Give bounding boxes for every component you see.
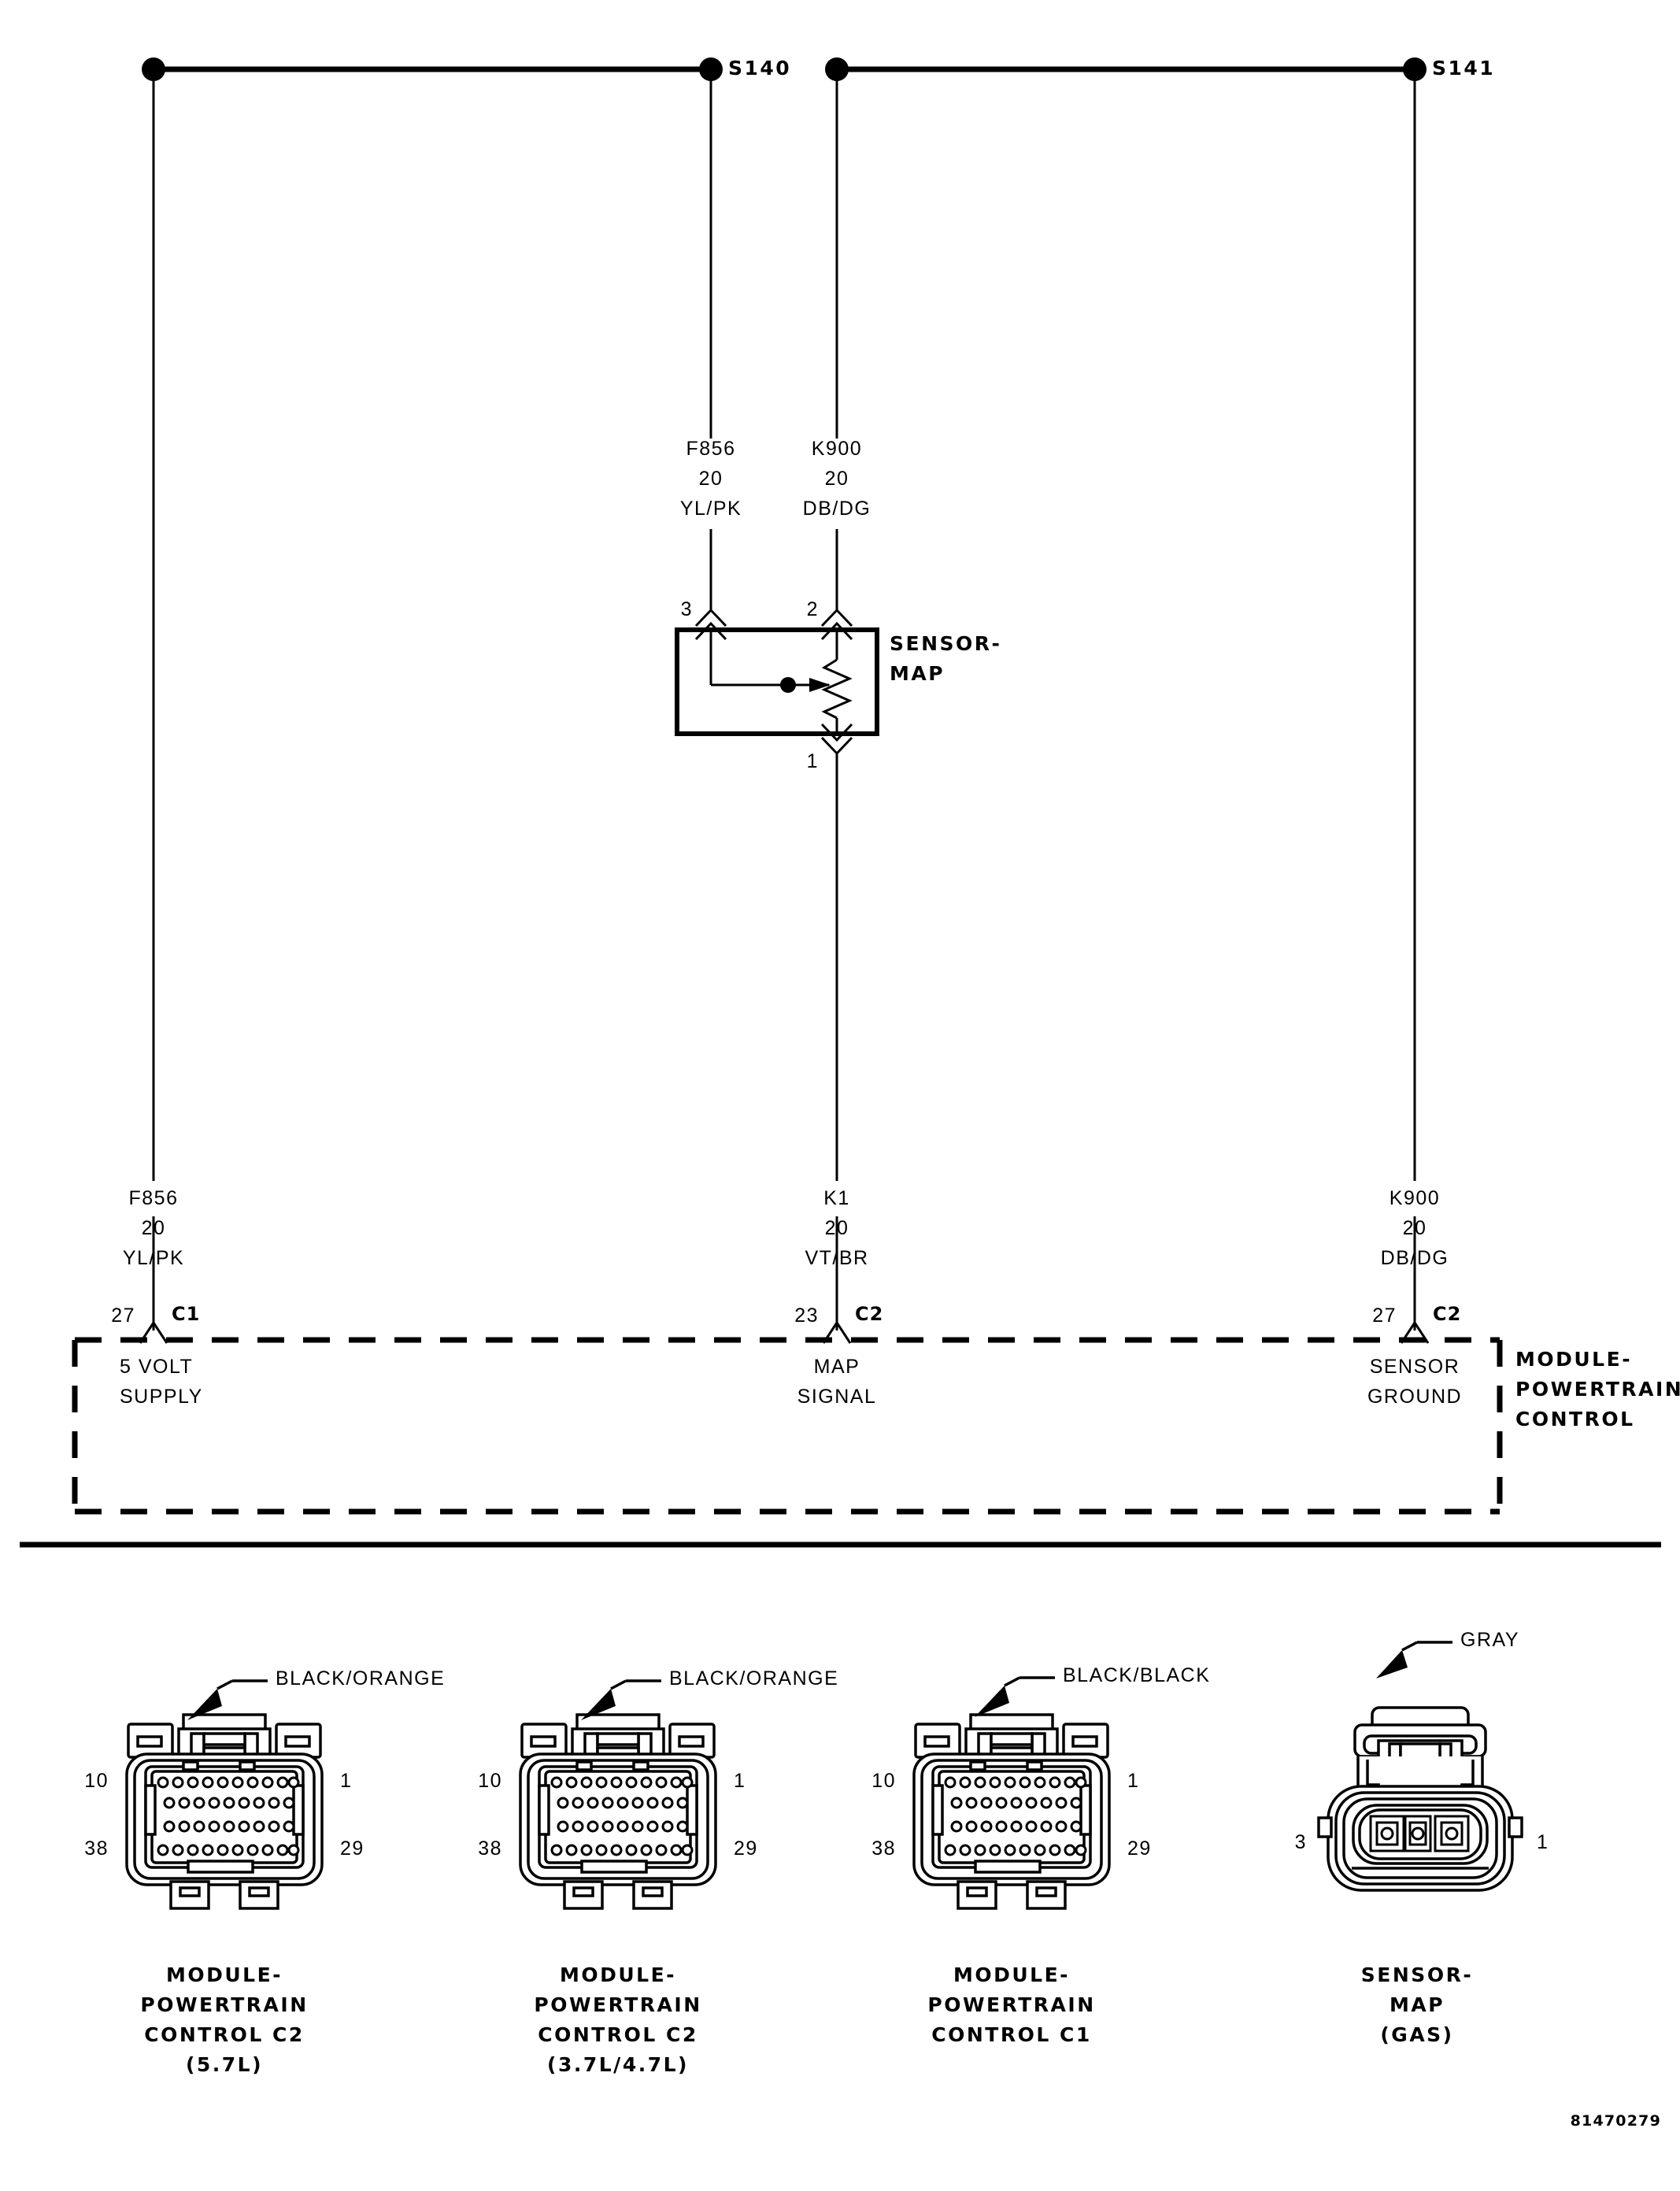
connector-pcm-c2-57l-graphic	[125, 1713, 324, 1910]
connector4-caption-line2: MAP	[1389, 1993, 1445, 2016]
sensor-pin-number-1: 1	[806, 750, 819, 772]
pcm-pin-number-c2-23: 23	[794, 1305, 819, 1327]
connector-color-label-3: BLACK/BLACK	[1063, 1664, 1211, 1686]
pin-arrow-3	[694, 608, 727, 627]
wiper-arrowhead	[809, 678, 831, 692]
connector2-caption-line4: (3.7L/4.7L)	[547, 2053, 689, 2076]
pcm-function-ground-line2: GROUND	[1367, 1386, 1463, 1408]
connector3-pin-tr: 1	[1127, 1770, 1140, 1792]
connector2-caption-line3: CONTROL C2	[538, 2023, 698, 2046]
bottom-wire-color-f856: YL/PK	[122, 1247, 185, 1269]
pcm-pin-mark-c2-27	[1400, 1320, 1430, 1344]
document-id-code: 81470279	[1570, 2112, 1661, 2130]
bottom-wire-gauge-f856: 20	[141, 1217, 166, 1239]
connector3-caption-line3: CONTROL C1	[931, 2023, 1092, 2046]
pin-mate-3	[694, 621, 727, 641]
sensor-label-line1: SENSOR-	[890, 632, 1002, 655]
pcm-function-5volt-line1: 5 VOLT	[120, 1356, 194, 1378]
pcm-function-map-line2: SIGNAL	[797, 1386, 877, 1408]
pcm-pin-number-c2-27: 27	[1372, 1305, 1397, 1327]
connector-pcm-c2-37l47l-graphic	[519, 1713, 717, 1910]
connector2-caption-line1: MODULE-	[559, 1963, 677, 1986]
sensor-label-line2: MAP	[890, 662, 945, 685]
connector2-pin-br: 29	[734, 1838, 758, 1860]
pcm-function-5volt-line2: SUPPLY	[120, 1386, 203, 1408]
connector3-pin-tl: 10	[871, 1770, 896, 1792]
bottom-wire-color-k900: DB/DG	[1380, 1247, 1449, 1269]
connector1-caption-line1: MODULE-	[165, 1963, 283, 1986]
module-label-line2: POWERTRAIN	[1515, 1378, 1680, 1401]
connector-color-label-1: BLACK/ORANGE	[276, 1667, 446, 1690]
pin-mate-1	[820, 723, 853, 742]
sensor-pin-number-3: 3	[680, 598, 693, 620]
leader-arrowhead-conn4	[1376, 1650, 1408, 1678]
splice-label-s141: S141	[1432, 57, 1496, 80]
sensor-pin-number-2: 2	[806, 598, 819, 620]
pin-arrow-2	[820, 608, 853, 627]
splice-label-s140: S140	[728, 57, 792, 80]
connector2-pin-tr: 1	[734, 1770, 746, 1792]
pcm-function-ground-line1: SENSOR	[1369, 1356, 1460, 1378]
connector2-caption-line2: POWERTRAIN	[534, 1993, 702, 2016]
leader-arrowhead-conn3	[975, 1686, 1009, 1717]
leader-arrowhead-conn2	[581, 1689, 616, 1720]
connector-color-label-2: BLACK/ORANGE	[669, 1667, 839, 1690]
pcm-function-map-line1: MAP	[813, 1356, 860, 1378]
bottom-wire-circuit-k1: K1	[823, 1187, 850, 1209]
connector1-caption-line4: (5.7L)	[185, 2053, 264, 2076]
pcm-pin-number-c1-27: 27	[111, 1305, 135, 1327]
leader-arrowhead-conn1	[187, 1689, 222, 1720]
connector2-pin-bl: 38	[478, 1838, 502, 1860]
connector3-pin-bl: 38	[871, 1838, 896, 1860]
bottom-wire-gauge-k1: 20	[824, 1217, 849, 1239]
bottom-wire-gauge-k900: 20	[1402, 1217, 1427, 1239]
pcm-pin-mark-c1-27	[139, 1320, 168, 1344]
bottom-wire-circuit-k900: K900	[1389, 1187, 1441, 1209]
connector1-pin-tr: 1	[340, 1770, 353, 1792]
connector-color-label-4: GRAY	[1460, 1629, 1519, 1651]
connector1-pin-tl: 10	[84, 1770, 109, 1792]
top-wire-gauge-f856: 20	[698, 468, 723, 490]
pot-resistor-zigzag	[821, 658, 853, 720]
pcm-connector-id-c2-signal: C2	[855, 1303, 884, 1325]
pin-mate-2	[820, 621, 853, 641]
connector1-pin-bl: 38	[84, 1838, 109, 1860]
connector2-pin-tl: 10	[478, 1770, 502, 1792]
connector4-pin-right: 1	[1537, 1831, 1549, 1853]
module-label-line3: CONTROL	[1515, 1408, 1635, 1430]
module-label-line1: MODULE-	[1515, 1348, 1633, 1371]
connector4-caption-line1: SENSOR-	[1360, 1963, 1474, 1986]
connector1-caption-line3: CONTROL C2	[144, 2023, 305, 2046]
connector4-pin-left: 3	[1294, 1831, 1307, 1853]
bottom-wire-circuit-f856: F856	[128, 1187, 179, 1209]
connector1-pin-br: 29	[340, 1838, 364, 1860]
wiper-dot	[780, 677, 796, 693]
connector1-caption-line2: POWERTRAIN	[140, 1993, 309, 2016]
pcm-pin-mark-c2-23	[822, 1320, 852, 1344]
pcm-connector-id-c2-ground: C2	[1433, 1303, 1462, 1325]
pcm-connector-id-c1: C1	[172, 1303, 201, 1325]
connector3-caption-line2: POWERTRAIN	[927, 1993, 1096, 2016]
sensor-body-box	[675, 627, 879, 736]
connector3-caption-line1: MODULE-	[953, 1963, 1071, 1986]
top-wire-color-f856: YL/PK	[679, 498, 742, 520]
connector-map-sensor-graphic	[1317, 1706, 1523, 1892]
connector3-pin-br: 29	[1127, 1838, 1152, 1860]
top-wire-color-k900: DB/DG	[802, 498, 871, 520]
connector4-caption-line3: (GAS)	[1380, 2023, 1454, 2046]
top-wire-circuit-f856: F856	[686, 438, 736, 460]
bottom-wire-color-k1: VT/BR	[805, 1247, 869, 1269]
top-wire-circuit-k900: K900	[811, 438, 863, 460]
top-wire-gauge-k900: 20	[824, 468, 849, 490]
connector-pcm-c1-graphic	[912, 1713, 1111, 1910]
